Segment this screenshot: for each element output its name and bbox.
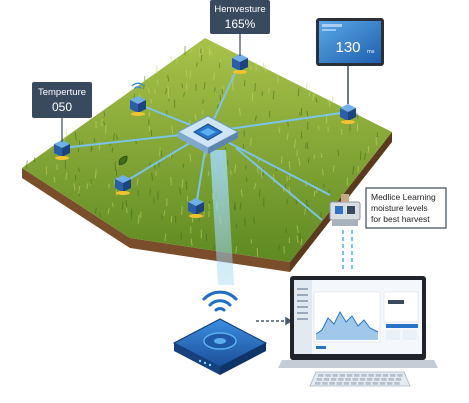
wifi-icon bbox=[202, 290, 238, 312]
hub-icon bbox=[176, 115, 240, 154]
uplink-beam bbox=[210, 150, 234, 285]
sensor-node-icon bbox=[340, 104, 356, 124]
ml-line-1: Medlice Learning bbox=[371, 192, 436, 202]
temperature-value: 050 bbox=[52, 100, 72, 114]
temperature-callout: Temperture 050 bbox=[32, 82, 92, 142]
harvest-title: Hemvesture bbox=[214, 4, 265, 15]
router-to-laptop-link bbox=[256, 316, 293, 326]
readout-display: 130 ms bbox=[316, 18, 384, 104]
ml-line-3: for best harvest bbox=[371, 214, 430, 224]
sensor-node-icon bbox=[232, 54, 248, 74]
leaf-icon bbox=[118, 155, 128, 166]
display-unit: ms bbox=[367, 49, 375, 55]
display-value: 130 bbox=[335, 39, 360, 56]
ml-to-laptop-link bbox=[342, 230, 353, 272]
ml-line-2: moisture levels bbox=[371, 203, 428, 213]
harvest-value: 165% bbox=[225, 17, 256, 31]
laptop-icon bbox=[278, 276, 438, 368]
harvest-callout: Hemvesture 165% bbox=[210, 0, 270, 56]
sensor-node-icon bbox=[130, 96, 146, 116]
sensor-node-icon bbox=[54, 140, 70, 160]
sensor-node-icon bbox=[188, 198, 204, 218]
temperature-title: Temperture bbox=[38, 87, 86, 98]
robot-icon bbox=[329, 194, 361, 226]
gateway-router-icon bbox=[172, 318, 268, 375]
keyboard-icon bbox=[309, 371, 411, 387]
wifi-icon bbox=[131, 82, 145, 89]
ml-callout: Medlice Learning moisture levels for bes… bbox=[365, 187, 447, 229]
sensor-node-icon bbox=[115, 175, 131, 195]
